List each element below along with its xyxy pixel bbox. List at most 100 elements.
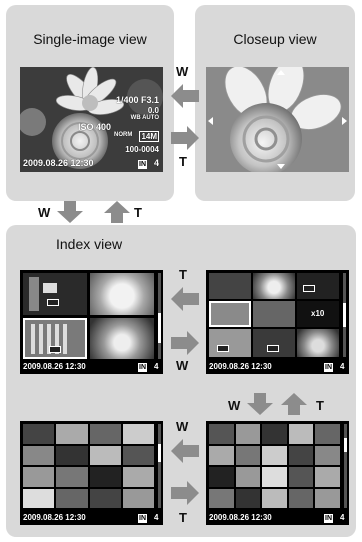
thumb-9-1: [209, 273, 251, 299]
thumb-25: [289, 446, 314, 466]
index9-in-badge: IN: [324, 363, 333, 372]
thumb-9-2: [253, 273, 295, 299]
index9-frame-text: 4: [340, 362, 344, 371]
exposure-comp-text: 0.0: [148, 106, 159, 115]
thumb-16: [90, 446, 121, 466]
thumb-16: [123, 489, 154, 509]
scrollbar: [343, 273, 346, 357]
thumb-9-4-selected: [209, 301, 251, 327]
thumb-25: [262, 467, 287, 487]
closeup-flower-photo: [206, 67, 349, 172]
thumb-25: [262, 489, 287, 509]
zoom-w-label-mid: W: [38, 205, 50, 220]
file-number-text: 100-0004: [125, 145, 159, 154]
index9-datetime-text: 2009.08.26 12:30: [209, 362, 272, 371]
thumb-16: [90, 489, 121, 509]
single-view-screen: 1/400 F3.1 0.0 WB AUTO ISO 400 NORM 14M …: [20, 67, 163, 172]
thumb-16: [123, 446, 154, 466]
thumb-9-3: [297, 273, 339, 299]
zoom-w-label-top: W: [176, 64, 188, 79]
thumb-25: [289, 489, 314, 509]
thumb-25: [236, 467, 261, 487]
thumb-1: [23, 273, 87, 315]
protect-icon: [303, 285, 315, 292]
norm-text: NORM: [114, 132, 132, 138]
zoom-t-label-idx3: T: [179, 510, 187, 525]
shutter-aperture-text: 1/400 F3.1: [116, 95, 159, 105]
thumb-25: [315, 489, 340, 509]
thumb-25: [209, 489, 234, 509]
zoom-t-label-idx2: T: [316, 398, 324, 413]
thumb-16: [23, 467, 54, 487]
arrow-down-icon: [247, 393, 273, 415]
scrollbar: [158, 424, 161, 508]
thumb-16: [23, 489, 54, 509]
thumb-16: [90, 467, 121, 487]
thumb-25: [236, 489, 261, 509]
protect-icon: [47, 299, 59, 306]
zoom-w-label-idx3: W: [176, 419, 188, 434]
frame-number-text: 4: [154, 158, 159, 168]
protect-icon: [267, 345, 279, 352]
thumb-16: [23, 446, 54, 466]
thumb-25: [209, 424, 234, 444]
thumb-3-selected: [23, 318, 87, 359]
zoom-w-label-idx2: W: [228, 398, 240, 413]
index16-in-badge: IN: [138, 514, 147, 523]
thumb-9-9: [297, 329, 339, 357]
arrow-right-icon: [171, 126, 199, 150]
thumb-9-7: [209, 329, 251, 357]
scrollbar: [344, 424, 347, 508]
thumb-9-5: [253, 301, 295, 327]
index16-frame-text: 4: [154, 513, 158, 522]
iso-text: ISO 400: [78, 122, 111, 132]
index-25-screen: 2009.08.26 12:30 IN 4: [206, 421, 349, 525]
index-4-screen: 2009.08.26 12:30 IN 4: [20, 270, 163, 374]
single-view-title: Single-image view: [6, 31, 174, 47]
protect-icon: [49, 346, 61, 353]
thumb-25: [315, 467, 340, 487]
white-balance-text: WB AUTO: [131, 115, 159, 121]
thumb-16: [23, 424, 54, 444]
index25-datetime-text: 2009.08.26 12:30: [209, 513, 272, 522]
thumb-25: [315, 424, 340, 444]
scrollbar: [158, 273, 161, 359]
thumb-25: [289, 467, 314, 487]
thumb-25: [262, 424, 287, 444]
zoom-w-label-idx1: W: [176, 358, 188, 373]
thumb-4: [90, 318, 154, 359]
index25-in-badge: IN: [324, 514, 333, 523]
arrow-up-icon: [281, 393, 307, 415]
thumb-25: [236, 424, 261, 444]
closeup-view-title: Closeup view: [195, 31, 355, 47]
index25-frame-text: 4: [340, 513, 344, 522]
index4-frame-text: 4: [154, 362, 158, 371]
thumb-16: [56, 424, 87, 444]
index-9-screen: x10 2009.08.26 12:30 IN 4: [206, 270, 349, 374]
resolution-text: 14M: [139, 131, 159, 142]
thumb-16: [90, 424, 121, 444]
arrow-left-icon: [171, 287, 199, 311]
zoom-t-label-idx1: T: [179, 267, 187, 282]
datetime-text: 2009.08.26 12:30: [23, 158, 94, 168]
thumb-16: [56, 489, 87, 509]
index4-in-badge: IN: [138, 363, 147, 372]
arrow-left-icon: [171, 84, 199, 108]
index16-datetime-text: 2009.08.26 12:30: [23, 513, 86, 522]
index-view-title: Index view: [56, 236, 122, 252]
arrow-down-icon: [57, 201, 83, 223]
closeup-view-screen: [206, 67, 349, 172]
thumb-16: [123, 467, 154, 487]
thumb-16: [56, 467, 87, 487]
thumb-25: [209, 467, 234, 487]
thumb-9-8: [253, 329, 295, 357]
print-count-text: x10: [311, 309, 324, 318]
arrow-right-icon: [171, 331, 199, 355]
protect-icon: [217, 345, 229, 352]
zoom-t-label-top: T: [179, 154, 187, 169]
thumb-25: [209, 446, 234, 466]
internal-memory-badge: IN: [138, 160, 147, 169]
thumb-25: [262, 446, 287, 466]
arrow-right-icon: [171, 481, 199, 505]
thumb-16: [123, 424, 154, 444]
